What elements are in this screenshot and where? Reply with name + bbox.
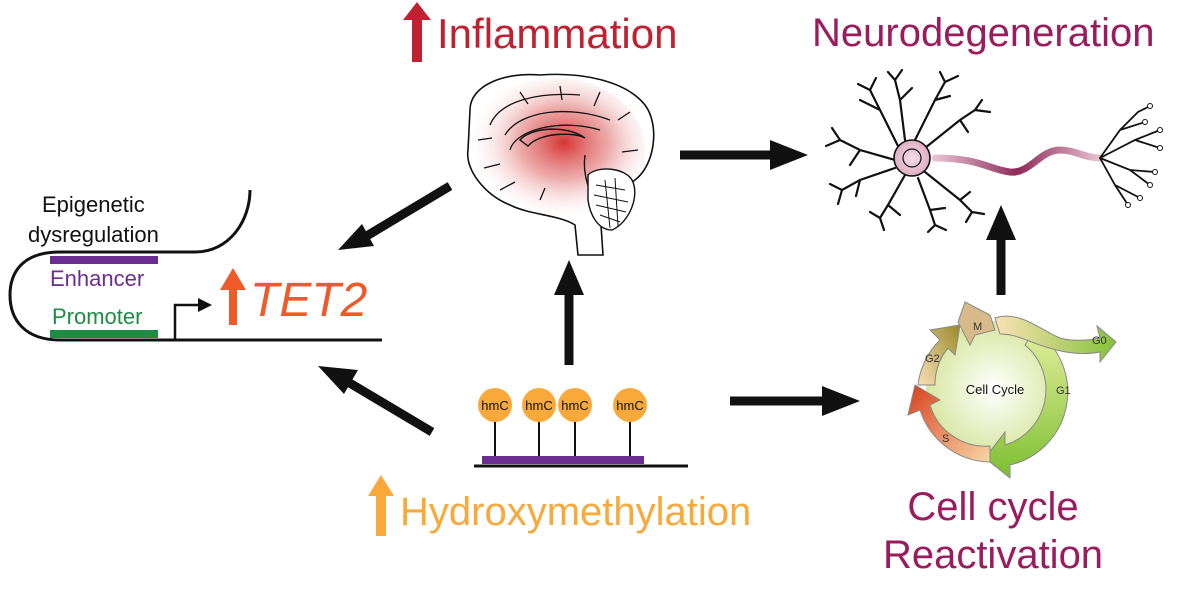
hydroxymethylation-label: Hydroxymethylation bbox=[400, 490, 751, 534]
svg-text:hmC: hmC bbox=[481, 398, 508, 413]
promoter-label: Promoter bbox=[52, 304, 142, 329]
s-arc bbox=[907, 384, 991, 463]
dendrites bbox=[824, 68, 992, 234]
up-arrow-icon bbox=[403, 2, 431, 62]
epigenetic-dna-loop: Epigenetic dysregulation Enhancer Promot… bbox=[8, 189, 382, 342]
arrow-hmc-to-brain bbox=[554, 260, 584, 365]
neuron-illustration bbox=[824, 68, 1163, 234]
cell-cycle-diagram: Cell Cycle M G2 S G1 G0 bbox=[907, 301, 1117, 480]
neurodegeneration-label: Neurodegeneration bbox=[812, 11, 1154, 55]
cell-cycle-center-label: Cell Cycle bbox=[966, 382, 1025, 397]
up-arrow-icon bbox=[220, 268, 246, 325]
phase-m-label: M bbox=[973, 321, 982, 333]
transcription-start-arrow bbox=[173, 303, 200, 340]
hmc-mark: hmC bbox=[478, 388, 512, 456]
brain-illustration bbox=[465, 73, 655, 256]
promoter-region bbox=[50, 330, 158, 338]
arrow-brain-to-neuron bbox=[680, 140, 808, 170]
tet2-label: TET2 bbox=[250, 274, 367, 327]
arrow-brain-to-tet2 bbox=[338, 182, 453, 250]
connector-arrows bbox=[318, 140, 1016, 436]
arrow-hmc-to-tet2 bbox=[318, 366, 435, 436]
phase-g0-label: G0 bbox=[1092, 335, 1107, 347]
inflammation-label: Inflammation bbox=[437, 10, 677, 57]
hydroxymethylation-heading: Hydroxymethylation bbox=[368, 475, 751, 536]
nucleus bbox=[902, 148, 922, 168]
phase-g2-label: G2 bbox=[925, 353, 940, 365]
hmc-mark: hmC bbox=[522, 388, 556, 456]
axon bbox=[931, 146, 1104, 176]
enhancer-region bbox=[50, 256, 158, 264]
hydroxymethylation-strand: hmC hmC hmC hmC bbox=[474, 388, 688, 468]
m-segment bbox=[957, 301, 996, 347]
svg-text:hmC: hmC bbox=[561, 398, 588, 413]
cell-cycle-caption-line1: Cell cycle bbox=[907, 485, 1078, 529]
enhancer-label: Enhancer bbox=[50, 266, 144, 291]
cerebellum bbox=[587, 168, 636, 231]
methylated-region bbox=[482, 456, 644, 464]
soma bbox=[893, 139, 931, 177]
dna-strand bbox=[8, 189, 382, 342]
g0-arrow bbox=[994, 315, 1117, 364]
epigenetic-label-line2: dysregulation bbox=[28, 222, 159, 247]
g1-arc bbox=[984, 329, 1069, 480]
hmc-mark: hmC bbox=[613, 388, 647, 456]
phase-s-label: S bbox=[942, 433, 949, 445]
phase-g1-label: G1 bbox=[1056, 385, 1071, 397]
svg-text:hmC: hmC bbox=[525, 398, 552, 413]
arrow-cell-cycle-to-neuron bbox=[986, 205, 1016, 295]
arrow-hmc-to-cell-cycle bbox=[730, 386, 860, 416]
hmc-mark: hmC bbox=[558, 388, 592, 456]
tet2-heading: TET2 bbox=[220, 268, 367, 327]
epigenetic-label-line1: Epigenetic bbox=[42, 192, 145, 217]
up-arrow-icon bbox=[368, 475, 394, 536]
inflammation-heading: Inflammation bbox=[403, 2, 677, 62]
cell-cycle-caption-line2: Reactivation bbox=[883, 533, 1103, 577]
axon-terminals bbox=[1099, 105, 1161, 206]
svg-text:hmC: hmC bbox=[616, 398, 643, 413]
